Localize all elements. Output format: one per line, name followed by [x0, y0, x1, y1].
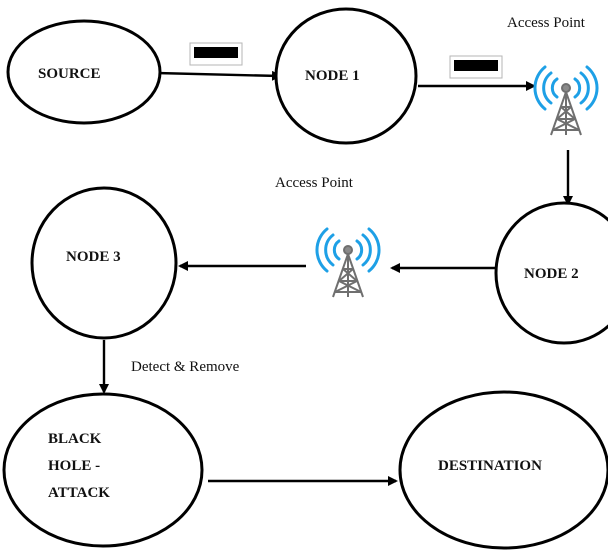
wireless-tower-icon — [533, 65, 599, 137]
access-point-top-label: Access Point — [507, 15, 586, 31]
source-node: SOURCE — [6, 19, 162, 125]
destination-label: DESTINATION — [438, 458, 542, 474]
destination-node: DESTINATION — [398, 390, 608, 550]
arrow-source-to-node1 — [155, 70, 282, 81]
black-hole-line-1: BLACK — [48, 431, 102, 447]
node-3: NODE 3 — [30, 186, 178, 340]
node-2: NODE 2 — [494, 201, 608, 345]
black-hole-line-2: HOLE - — [48, 458, 100, 474]
wireless-tower-icon — [315, 227, 381, 299]
data-packet-icon — [189, 42, 243, 66]
node-1-label: NODE 1 — [305, 68, 360, 84]
node-2-label: NODE 2 — [524, 266, 579, 282]
black-hole-line-3: ATTACK — [48, 485, 110, 501]
data-packet-icon — [449, 55, 503, 79]
access-point-middle-label: Access Point — [275, 175, 354, 191]
detect-remove-label: Detect & Remove — [131, 359, 240, 375]
node-3-label: NODE 3 — [66, 249, 121, 265]
source-label: SOURCE — [38, 66, 101, 82]
black-hole-attack-node: BLACK HOLE - ATTACK — [2, 392, 204, 548]
node-1: NODE 1 — [274, 7, 418, 145]
